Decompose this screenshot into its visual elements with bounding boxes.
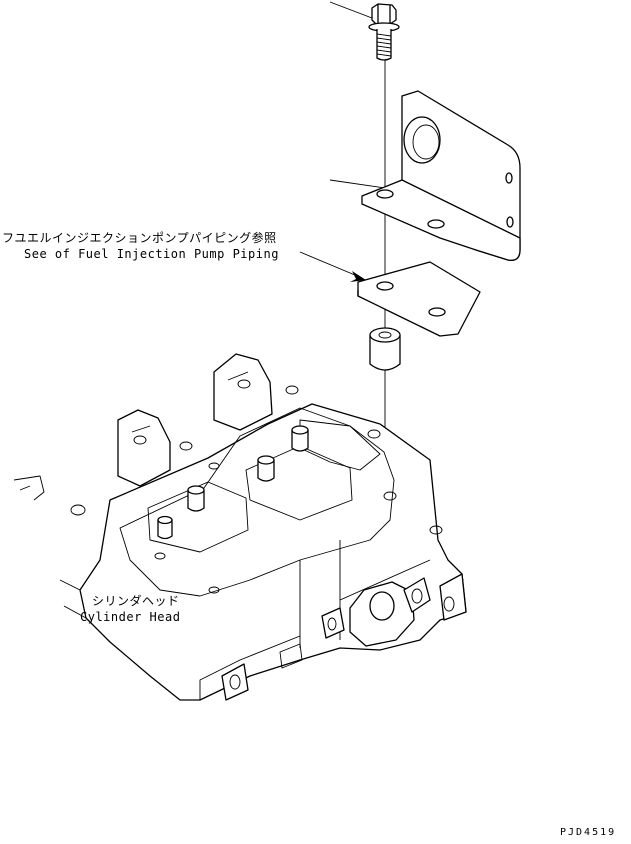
leader-lines	[299, 1, 386, 282]
reference-label-english: See of Fuel Injection Pump Piping	[24, 247, 279, 261]
reference-label-japanese: フユエルインジエクションポンプパイピング参照	[2, 231, 277, 245]
cylinder-head-label-japanese: シリンダヘッド	[92, 594, 180, 608]
cylinder-head-studs	[157, 425, 309, 540]
bolt	[368, 3, 400, 61]
bracket	[361, 90, 521, 261]
cylinder-head-label-english: Cylinder Head	[80, 610, 181, 624]
plate	[357, 261, 481, 337]
spacer	[369, 327, 401, 371]
drawing-code: PJD4519	[560, 827, 617, 838]
cylinder-head	[13, 353, 467, 701]
